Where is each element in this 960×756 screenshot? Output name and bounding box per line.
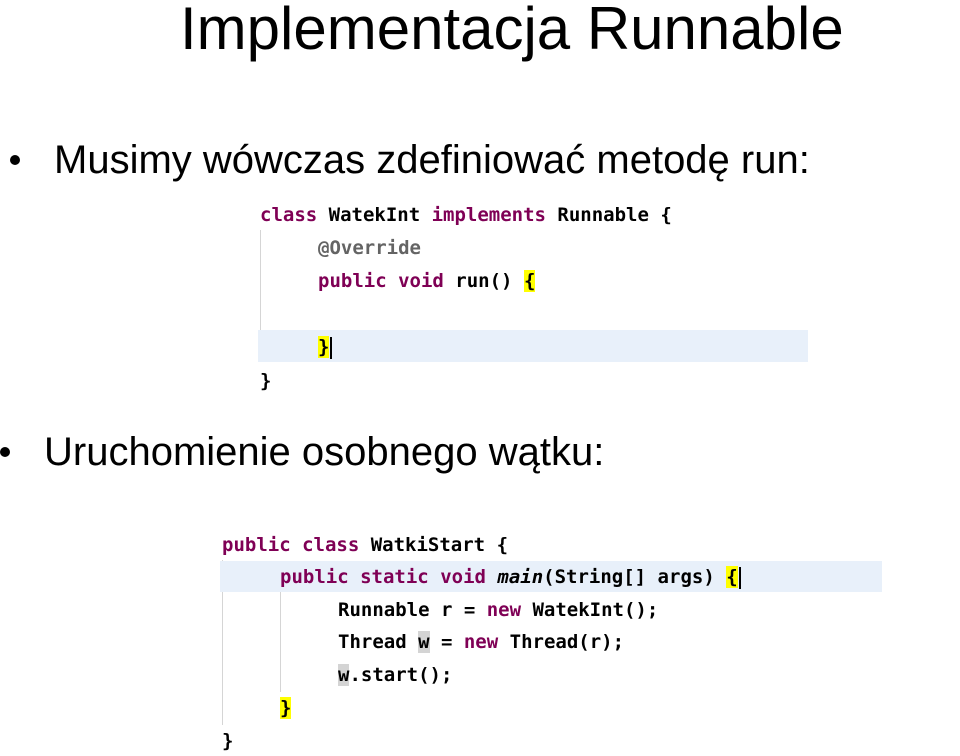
keyword: public <box>222 534 291 556</box>
code-line: Thread w = new Thread(r); <box>338 627 624 657</box>
code-line: class WatekInt implements Runnable { <box>260 200 672 230</box>
code-line: Runnable r = new WatekInt(); <box>338 595 658 625</box>
code-block-1: class WatekInt implements Runnable { @Ov… <box>258 200 818 400</box>
code-text: Thread(r); <box>498 631 625 653</box>
bullet-2-text: Uruchomienie osobnego wątku: <box>44 430 605 474</box>
matching-brace: } <box>318 336 330 358</box>
code-text <box>291 534 302 556</box>
code-line: } <box>260 370 272 392</box>
text-cursor[interactable] <box>330 336 333 359</box>
code-line: public class WatkiStart { <box>222 530 508 560</box>
keyword: void <box>440 566 486 588</box>
matching-brace: { <box>726 566 738 588</box>
matching-brace: } <box>280 697 292 719</box>
code-text: (String[] args) <box>543 566 727 588</box>
code-text: WatkiStart { <box>359 534 509 556</box>
bullet-2: Uruchomienie osobnego wątku: <box>0 428 604 476</box>
bullet-dot <box>0 447 10 457</box>
code-text: .start(); <box>349 664 453 686</box>
bullet-1-text: Musimy wówczas zdefiniować metodę run: <box>54 138 810 182</box>
keyword: new <box>486 599 522 621</box>
code-text: Runnable r = <box>338 599 487 621</box>
keyword: static <box>360 566 429 588</box>
variable-occurrence: w <box>418 631 430 653</box>
keyword: public <box>318 270 387 292</box>
code-block-1-current-line <box>258 330 808 362</box>
code-block-2: public class WatkiStart { public static … <box>220 530 900 754</box>
keyword: public <box>280 566 349 588</box>
keyword: void <box>398 270 444 292</box>
keyword: class <box>302 534 360 556</box>
code-text: run() <box>443 270 524 292</box>
code-text: = <box>429 631 464 653</box>
code-block-2-outer-gutter <box>222 560 223 725</box>
code-block-1-gutter <box>260 230 261 362</box>
method-name: main <box>497 566 544 588</box>
code-block-2-inner-gutter <box>280 592 281 692</box>
code-text <box>387 270 398 292</box>
code-line: public static void main(String[] args) { <box>280 562 741 592</box>
code-line: w.start(); <box>338 660 452 690</box>
code-line-annotation: @Override <box>318 237 421 259</box>
code-block-2-current-line <box>220 561 882 592</box>
keyword: implements <box>431 204 546 226</box>
code-text: Thread <box>338 631 419 653</box>
code-line: } <box>318 332 333 362</box>
slide-title: Implementacja Runnable <box>180 0 844 62</box>
code-text: Runnable { <box>545 204 672 226</box>
bullet-dot <box>10 155 20 165</box>
bullet-1: Musimy wówczas zdefiniować metodę run: <box>10 136 810 184</box>
variable-occurrence: w <box>338 664 350 686</box>
code-text: WatekInt(); <box>521 599 659 621</box>
code-line: } <box>222 730 234 752</box>
code-line: public void run() { <box>318 266 536 296</box>
code-line: } <box>280 693 292 723</box>
keyword: class <box>260 204 318 226</box>
text-cursor[interactable] <box>738 566 741 589</box>
keyword: new <box>463 631 499 653</box>
matching-brace: { <box>523 270 536 292</box>
code-text: WatekInt <box>317 204 432 226</box>
